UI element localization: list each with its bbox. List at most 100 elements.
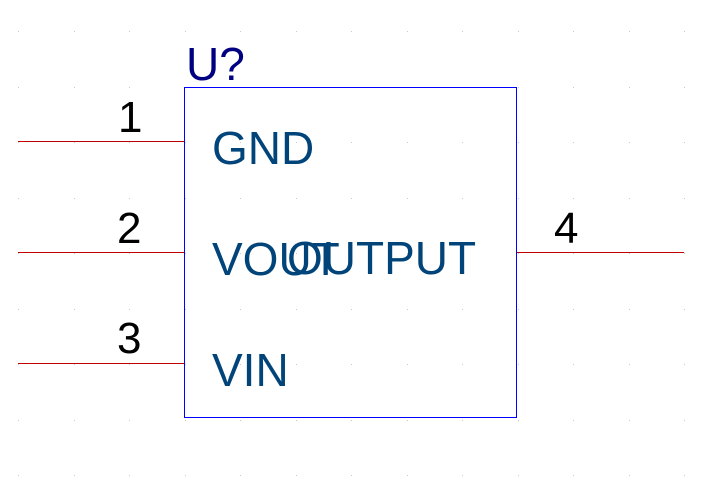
grid-dot <box>407 31 408 32</box>
grid-dot <box>185 420 186 421</box>
grid-dot <box>296 309 297 310</box>
grid-dot <box>296 198 297 199</box>
grid-dot <box>296 142 297 143</box>
grid-dot <box>296 364 297 365</box>
grid-dot <box>629 142 630 143</box>
grid-dot <box>185 253 186 254</box>
grid-dot <box>629 198 630 199</box>
grid-dot <box>684 253 685 254</box>
grid-dot <box>129 142 130 143</box>
grid-dot <box>407 309 408 310</box>
grid-dot <box>573 364 574 365</box>
grid-dot <box>18 31 19 32</box>
grid-dot <box>74 309 75 310</box>
grid-dot <box>684 420 685 421</box>
grid-dot <box>18 142 19 143</box>
grid-dot <box>129 198 130 199</box>
grid-dot <box>407 420 408 421</box>
grid-dot <box>74 31 75 32</box>
grid-dot <box>74 475 75 476</box>
grid-dot <box>351 31 352 32</box>
grid-dot <box>296 420 297 421</box>
pin-4[interactable]: 4 <box>517 204 684 253</box>
grid-dot <box>351 198 352 199</box>
grid-dot <box>351 142 352 143</box>
component-designator[interactable]: U? <box>186 38 245 90</box>
pin-2[interactable]: 2 VOUT <box>18 204 340 285</box>
grid-dot <box>129 87 130 88</box>
grid-dot <box>240 253 241 254</box>
grid-dot <box>573 142 574 143</box>
grid-dot <box>240 31 241 32</box>
grid-dot <box>129 309 130 310</box>
grid-dot <box>74 198 75 199</box>
grid-dot <box>573 309 574 310</box>
grid-dot <box>18 198 19 199</box>
pin-4-number: 4 <box>554 204 578 253</box>
grid-dot <box>407 475 408 476</box>
grid-dot <box>629 420 630 421</box>
grid-dot <box>129 31 130 32</box>
grid-dot <box>74 253 75 254</box>
grid-dot <box>185 364 186 365</box>
grid-dot <box>462 364 463 365</box>
pin-3-number: 3 <box>117 314 141 363</box>
grid-dot <box>629 87 630 88</box>
grid-dot <box>684 142 685 143</box>
grid-dot <box>629 253 630 254</box>
grid-dot <box>240 309 241 310</box>
grid-dot <box>296 253 297 254</box>
pin-3-name: VIN <box>212 344 289 396</box>
grid-dot <box>240 198 241 199</box>
grid-dot <box>185 31 186 32</box>
grid-dot <box>573 31 574 32</box>
grid-dot <box>296 475 297 476</box>
grid-dot <box>573 198 574 199</box>
grid-dot <box>18 309 19 310</box>
grid-dot <box>518 253 519 254</box>
grid-dot <box>240 420 241 421</box>
grid-dot <box>129 364 130 365</box>
pin-1-number: 1 <box>118 93 142 142</box>
grid-dot <box>18 87 19 88</box>
grid-dot <box>407 198 408 199</box>
grid-dot <box>462 309 463 310</box>
grid-dot <box>629 475 630 476</box>
pin-3[interactable]: 3 VIN <box>18 314 289 396</box>
grid-dot <box>185 309 186 310</box>
grid-dot <box>462 420 463 421</box>
grid-dot <box>573 253 574 254</box>
grid-dot <box>518 309 519 310</box>
grid-dot <box>18 420 19 421</box>
grid-dot <box>240 364 241 365</box>
grid-dot <box>240 475 241 476</box>
grid-dot <box>351 253 352 254</box>
grid-dot <box>462 475 463 476</box>
grid-dot <box>74 142 75 143</box>
component-body[interactable] <box>184 87 517 418</box>
grid-dot <box>129 253 130 254</box>
pin-1[interactable]: 1 GND <box>18 93 314 174</box>
grid-dot <box>573 87 574 88</box>
grid-dot <box>518 420 519 421</box>
grid-dot <box>684 198 685 199</box>
grid-dot <box>129 475 130 476</box>
grid-dot <box>518 198 519 199</box>
grid-dot <box>518 31 519 32</box>
grid-dot <box>518 475 519 476</box>
grid-dot <box>684 309 685 310</box>
grid-dot <box>351 364 352 365</box>
grid-dot <box>185 475 186 476</box>
grid-dot <box>18 364 19 365</box>
grid-dot <box>462 31 463 32</box>
grid-dot <box>629 309 630 310</box>
grid-dot <box>573 475 574 476</box>
grid-dot <box>407 364 408 365</box>
grid-dot <box>185 198 186 199</box>
grid-dot <box>462 198 463 199</box>
grid-dot <box>684 31 685 32</box>
pin-2-name: VOUT <box>212 233 340 285</box>
grid-dot <box>407 253 408 254</box>
component-value[interactable]: OUTPUT <box>287 232 476 284</box>
